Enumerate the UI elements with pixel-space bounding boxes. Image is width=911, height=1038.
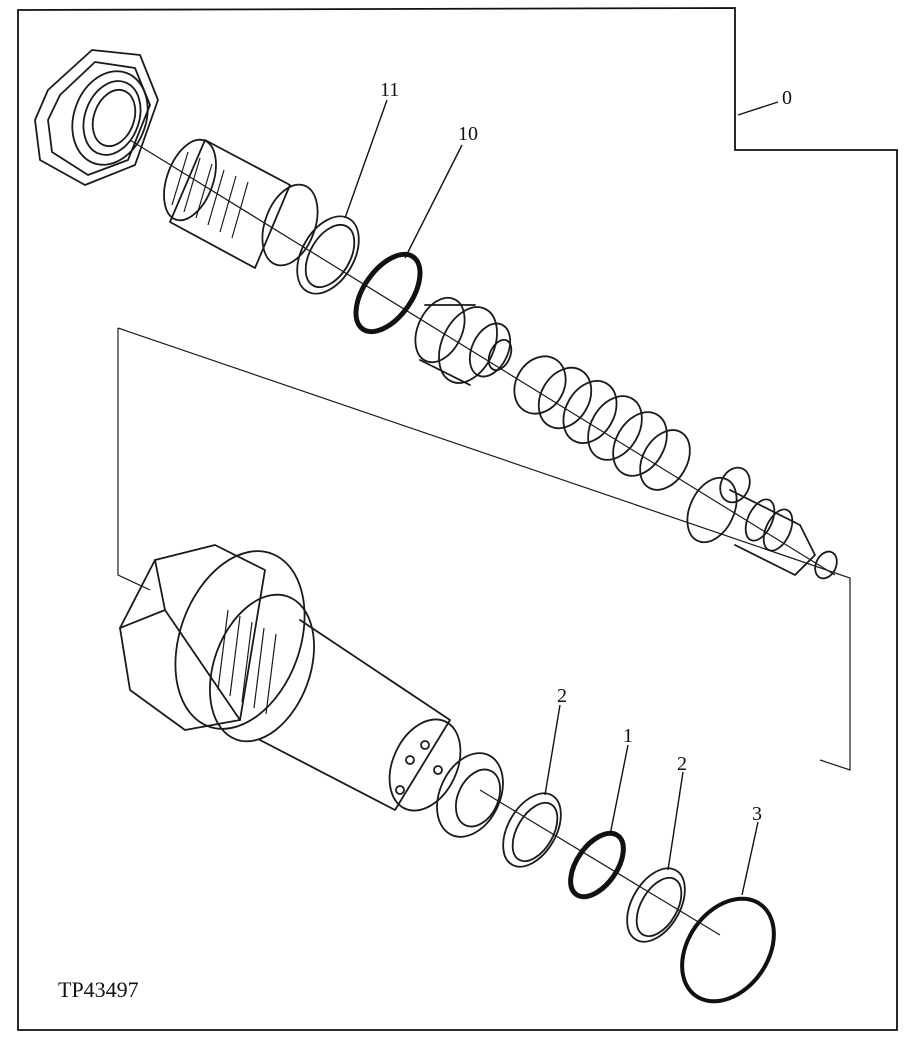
leader-10 [404,144,463,259]
callout-2-first: 2 [557,685,567,707]
backup-ring-2-first [502,792,562,868]
upper-axis-line [129,139,836,576]
valve-stem [686,466,838,580]
o-ring-3 [680,896,776,1004]
leader-3 [741,821,759,896]
o-ring-10 [353,251,423,335]
callout-10: 10 [458,123,478,145]
backup-ring-2-second [626,867,686,943]
assembly-frame [17,7,898,1031]
leader-11 [344,99,388,219]
internal-group-bracket [117,327,851,771]
callout-3: 3 [752,803,762,825]
leader-1 [609,744,629,836]
callout-2-second: 2 [677,753,687,775]
leader-0 [737,101,779,116]
leader-2b [667,771,684,871]
threaded-sleeve [163,138,319,269]
callout-1: 1 [623,725,633,747]
poppet [414,296,513,386]
callout-0: 0 [782,87,792,109]
o-ring-1 [568,830,626,900]
backup-ring-11 [296,215,360,295]
figure-id-label: TP43497 [58,977,139,1002]
spring [513,355,691,491]
callout-11: 11 [380,79,399,101]
leader-2a [544,704,561,796]
hex-nut [34,49,159,186]
cartridge-body [119,544,504,838]
